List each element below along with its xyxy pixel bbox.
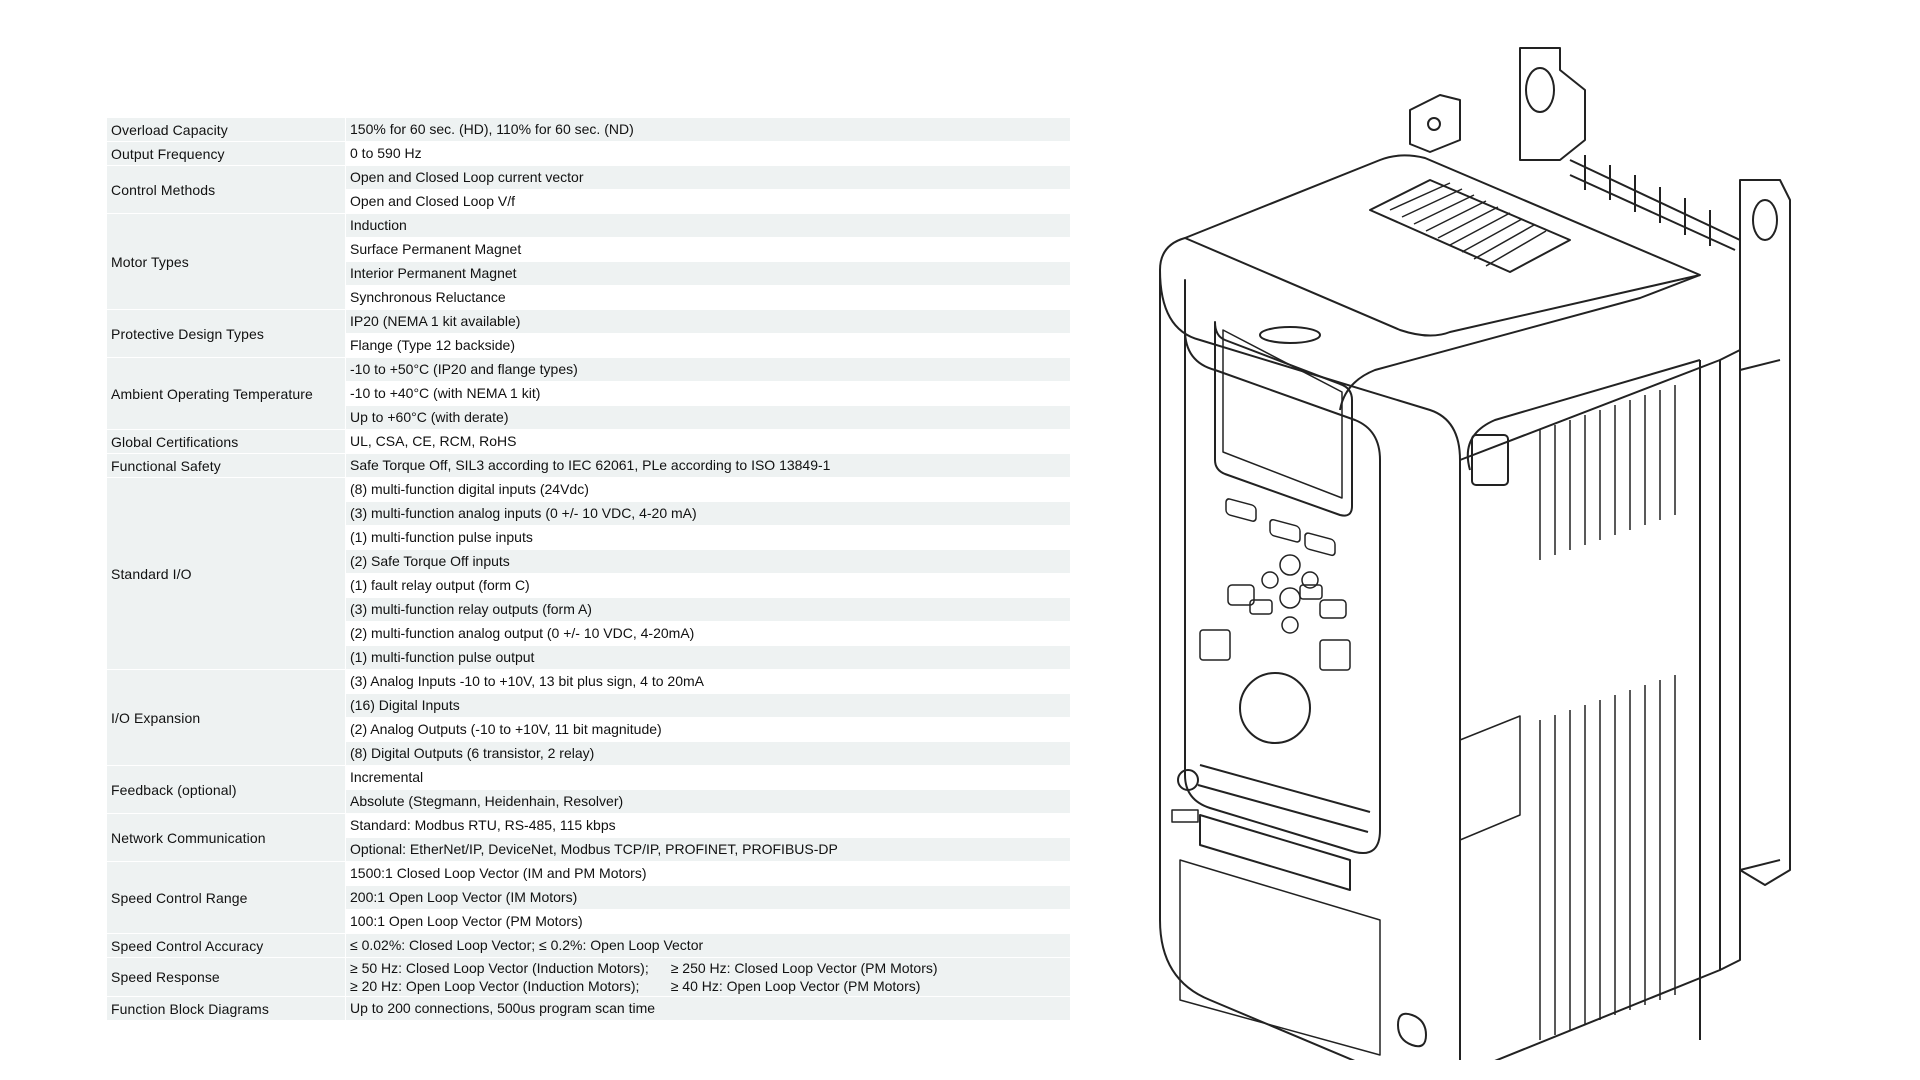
spec-label: Ambient Operating Temperature	[107, 358, 345, 429]
spec-row-ambient-operating-temperature: Ambient Operating Temperature-10 to +50°…	[107, 358, 1070, 429]
spec-value: (8) multi-function digital inputs (24Vdc…	[346, 478, 1070, 501]
spec-value: Surface Permanent Magnet	[346, 238, 1070, 261]
spec-label: Global Certifications	[107, 430, 345, 453]
spec-value: Open and Closed Loop V/f	[346, 190, 1070, 213]
spec-value: 150% for 60 sec. (HD), 110% for 60 sec. …	[346, 118, 1070, 141]
spec-value: 100:1 Open Loop Vector (PM Motors)	[346, 910, 1070, 933]
spec-value: (1) fault relay output (form C)	[346, 574, 1070, 597]
spec-value: Interior Permanent Magnet	[346, 262, 1070, 285]
spec-value: (2) multi-function analog output (0 +/- …	[346, 622, 1070, 645]
spec-row-i-o-expansion: I/O Expansion(3) Analog Inputs -10 to +1…	[107, 670, 1070, 765]
spec-value: 1500:1 Closed Loop Vector (IM and PM Mot…	[346, 862, 1070, 885]
spec-label: Motor Types	[107, 214, 345, 309]
spec-value: ≥ 40 Hz: Open Loop Vector (PM Motors)	[670, 978, 921, 994]
spec-value: (3) Analog Inputs -10 to +10V, 13 bit pl…	[346, 670, 1070, 693]
spec-value: (1) multi-function pulse output	[346, 646, 1070, 669]
spec-value: (8) Digital Outputs (6 transistor, 2 rel…	[346, 742, 1070, 765]
spec-value: 200:1 Open Loop Vector (IM Motors)	[346, 886, 1070, 909]
spec-value: ≤ 0.02%: Closed Loop Vector; ≤ 0.2%: Ope…	[346, 934, 1070, 957]
spec-value: ≥ 250 Hz: Closed Loop Vector (PM Motors)	[670, 960, 938, 976]
spec-row-standard-i-o: Standard I/O(8) multi-function digital i…	[107, 478, 1070, 669]
spec-value: Up to 200 connections, 500us program sca…	[346, 997, 1070, 1020]
spec-value: ≥ 50 Hz: Closed Loop Vector (Induction M…	[350, 960, 649, 976]
spec-value: -10 to +40°C (with NEMA 1 kit)	[346, 382, 1070, 405]
spec-value: ≥ 20 Hz: Open Loop Vector (Induction Mot…	[350, 978, 640, 994]
spec-value: (3) multi-function relay outputs (form A…	[346, 598, 1070, 621]
spec-label: Speed Response	[107, 958, 345, 996]
spec-label: Output Frequency	[107, 142, 345, 165]
spec-label: Protective Design Types	[107, 310, 345, 357]
spec-label: Overload Capacity	[107, 118, 345, 141]
spec-value: 0 to 590 Hz	[346, 142, 1070, 165]
spec-label: Control Methods	[107, 166, 345, 213]
spec-value: UL, CSA, CE, RCM, RoHS	[346, 430, 1070, 453]
spec-value: Optional: EtherNet/IP, DeviceNet, Modbus…	[346, 838, 1070, 861]
spec-value: (2) Analog Outputs (-10 to +10V, 11 bit …	[346, 718, 1070, 741]
spec-value: Absolute (Stegmann, Heidenhain, Resolver…	[346, 790, 1070, 813]
ac-drive-icon	[1140, 40, 1840, 1080]
spec-value: Synchronous Reluctance	[346, 286, 1070, 309]
spec-label: Speed Control Range	[107, 862, 345, 933]
spec-label: Feedback (optional)	[107, 766, 345, 813]
spec-value: -10 to +50°C (IP20 and flange types)	[346, 358, 1070, 381]
spec-value: (16) Digital Inputs	[346, 694, 1070, 717]
spec-value: IP20 (NEMA 1 kit available)	[346, 310, 1070, 333]
spec-value: (3) multi-function analog inputs (0 +/- …	[346, 502, 1070, 525]
spec-value: (1) multi-function pulse inputs	[346, 526, 1070, 549]
spec-row-speed-control-accuracy: Speed Control Accuracy≤ 0.02%: Closed Lo…	[107, 934, 1070, 957]
spec-row-speed-response: Speed Response ≥ 50 Hz: Closed Loop Vecto…	[107, 958, 1070, 996]
spec-value: (2) Safe Torque Off inputs	[346, 550, 1070, 573]
spec-value: Safe Torque Off, SIL3 according to IEC 6…	[346, 454, 1070, 477]
spec-value: Standard: Modbus RTU, RS-485, 115 kbps	[346, 814, 1070, 837]
spec-value: Induction	[346, 214, 1070, 237]
spec-label: Network Communication	[107, 814, 345, 861]
spec-label: Standard I/O	[107, 478, 345, 669]
spec-value: Open and Closed Loop current vector	[346, 166, 1070, 189]
spec-label: I/O Expansion	[107, 670, 345, 765]
spec-label: Functional Safety	[107, 454, 345, 477]
spec-label: Function Block Diagrams	[107, 997, 345, 1020]
spec-value: Incremental	[346, 766, 1070, 789]
spec-value: Flange (Type 12 backside)	[346, 334, 1070, 357]
spec-value: Up to +60°C (with derate)	[346, 406, 1070, 429]
spec-label: Speed Control Accuracy	[107, 934, 345, 957]
